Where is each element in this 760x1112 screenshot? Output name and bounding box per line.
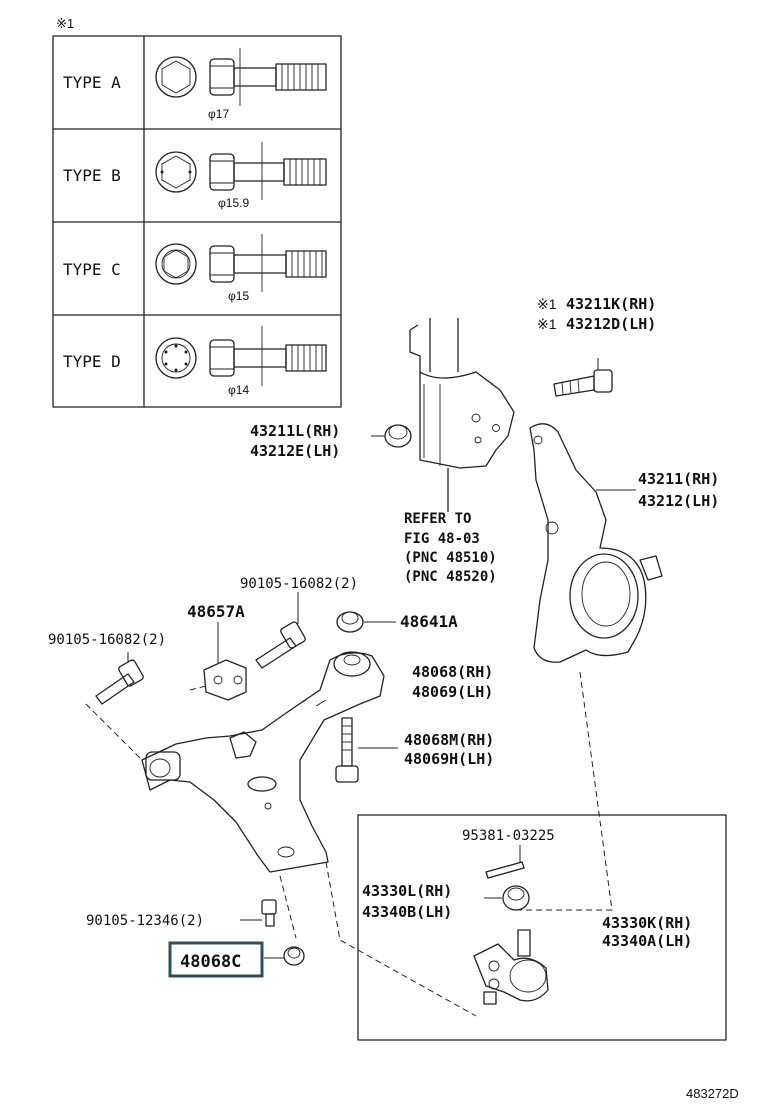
label-48069h[interactable]: 48069H(LH) <box>404 750 494 768</box>
strut-bracket-drawing <box>409 318 515 512</box>
type-row-d[interactable]: TYPE D φ14 <box>63 326 327 397</box>
label-43211[interactable]: 43211(RH) <box>638 470 719 488</box>
knuckle-bolt-icon <box>553 358 613 397</box>
hub-bolt-c-icon <box>155 234 327 292</box>
nut-48641a-icon <box>336 611 396 633</box>
label-90105-12346[interactable]: 90105-12346(2) <box>86 913 204 929</box>
bolt-types-table <box>52 35 342 408</box>
label-48068[interactable]: 48068(RH) <box>412 663 493 681</box>
label-43212[interactable]: 43212(LH) <box>638 492 719 510</box>
label-48068c: 48068C <box>180 952 241 972</box>
highlighted-part-48068c[interactable]: 48068C <box>168 941 264 978</box>
bracket-48657a-icon <box>203 622 247 701</box>
label-43212d[interactable]: 43212D(LH) <box>566 315 656 333</box>
type-c-label: TYPE C <box>63 260 121 279</box>
type-b-diameter: φ15.9 <box>218 196 249 210</box>
type-d-label: TYPE D <box>63 352 121 371</box>
type-c-diameter: φ15 <box>228 289 249 303</box>
note-mark: ※1 <box>56 16 74 31</box>
hub-bolt-b-icon <box>155 142 327 200</box>
type-row-a[interactable]: TYPE A φ17 <box>63 48 327 121</box>
refer-line-1: REFER TO <box>404 511 471 527</box>
figure-id: 483272D <box>686 1086 739 1101</box>
type-a-label: TYPE A <box>63 73 121 92</box>
label-43211l[interactable]: 43211L(RH) <box>250 422 340 440</box>
label-43330l[interactable]: 43330L(RH) <box>362 882 452 900</box>
refer-to-note[interactable]: REFER TO FIG 48-03 (PNC 48510) (PNC 4852… <box>404 511 497 585</box>
highlight-box <box>168 941 264 978</box>
flange-nut-icon <box>371 424 412 448</box>
label-43340b[interactable]: 43340B(LH) <box>362 903 452 921</box>
dashed-guides <box>85 671 613 1017</box>
type-row-b[interactable]: TYPE B φ15.9 <box>63 142 327 210</box>
c43211k-mark: ※1 <box>537 296 557 312</box>
c43212d-mark: ※1 <box>537 316 557 332</box>
label-48069[interactable]: 48069(LH) <box>412 683 493 701</box>
castle-nut-icon <box>484 885 530 911</box>
label-43330k[interactable]: 43330K(RH) <box>602 914 692 932</box>
label-90105-16082-left[interactable]: 90105-16082(2) <box>48 632 166 648</box>
ball-joint-box <box>357 814 727 1041</box>
bolt-upper-icon <box>255 592 306 669</box>
label-48657a[interactable]: 48657A <box>187 602 245 621</box>
label-43212e[interactable]: 43212E(LH) <box>250 442 340 460</box>
refer-line-2: FIG 48-03 <box>404 531 480 547</box>
hub-bolt-a-icon <box>155 48 327 106</box>
hub-bolt-d-icon <box>155 326 327 386</box>
ball-joint-icon <box>473 929 549 1005</box>
steering-knuckle-drawing <box>529 423 663 663</box>
cotter-pin-icon <box>485 845 525 879</box>
lower-control-arm-drawing <box>141 651 385 873</box>
label-43211k[interactable]: 43211K(RH) <box>566 295 656 313</box>
label-43340a[interactable]: 43340A(LH) <box>602 932 692 950</box>
label-48068m[interactable]: 48068M(RH) <box>404 731 494 749</box>
type-a-diameter: φ17 <box>208 107 229 121</box>
bolt-48068m-icon <box>335 717 398 783</box>
label-48641a[interactable]: 48641A <box>400 612 458 631</box>
label-95381[interactable]: 95381-03225 <box>462 828 555 844</box>
refer-line-4: (PNC 48520) <box>404 569 497 585</box>
nut-48068c-icon <box>264 946 305 966</box>
bolt-left-icon <box>95 652 144 705</box>
type-b-label: TYPE B <box>63 166 121 185</box>
type-d-diameter: φ14 <box>228 383 249 397</box>
refer-line-3: (PNC 48510) <box>404 550 497 566</box>
label-90105-16082-upper[interactable]: 90105-16082(2) <box>240 576 358 592</box>
bolt-12346-icon <box>240 899 277 927</box>
type-row-c[interactable]: TYPE C φ15 <box>63 234 327 303</box>
